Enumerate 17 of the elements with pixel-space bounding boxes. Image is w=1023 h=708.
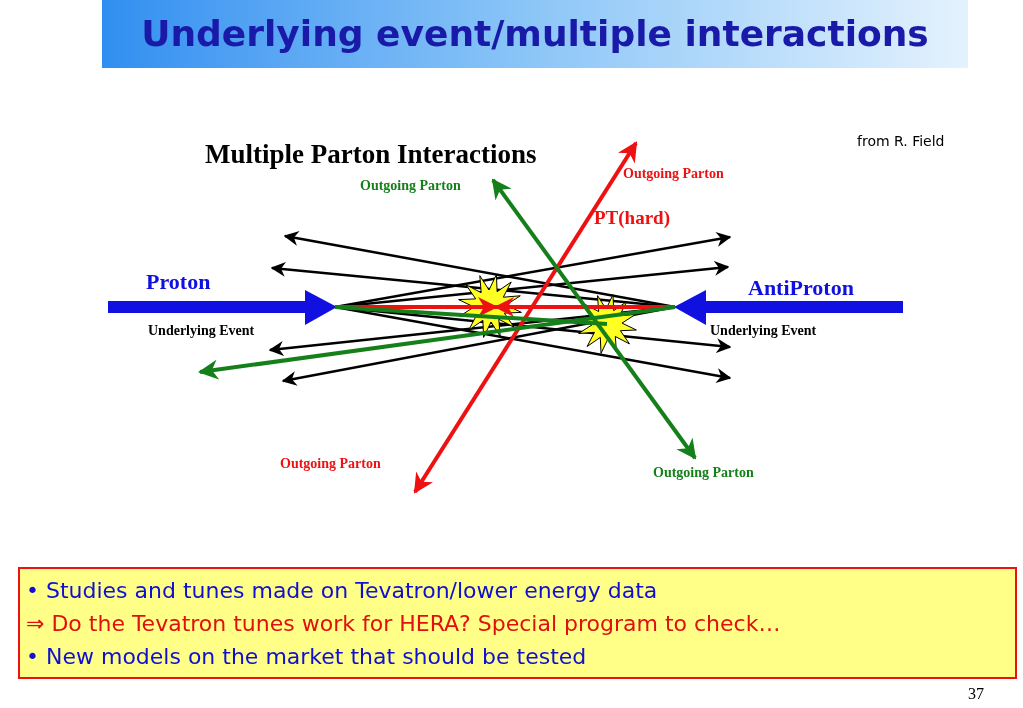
parton-label: Outgoing Parton [360, 177, 461, 195]
underlying-event-label: Underlying Event [148, 322, 255, 340]
note-box [18, 567, 1017, 679]
page-number: 37 [968, 684, 984, 704]
note-line: • New models on the market that should be tested [26, 642, 588, 671]
source-note: from R. Field [857, 133, 945, 151]
underlying-event-label: Underlying Event [710, 322, 817, 340]
parton-label: Outgoing Parton [280, 455, 381, 473]
proton-label: Proton [146, 268, 211, 296]
slide-title: Underlying event/multiple interactions [141, 12, 929, 56]
note-line: • Studies and tunes made on Tevatron/lower energy data [26, 576, 659, 605]
diagram-heading: Multiple Parton Interactions [205, 138, 537, 171]
antiproton-label: AntiProton [748, 274, 854, 302]
parton-label: Outgoing Parton [653, 464, 754, 482]
parton-label: Outgoing Parton [623, 165, 724, 183]
pt-hard-label: PT(hard) [594, 206, 670, 230]
note-line: ⇒ Do the Tevatron tunes work for HERA? Special program to check… [26, 609, 782, 638]
